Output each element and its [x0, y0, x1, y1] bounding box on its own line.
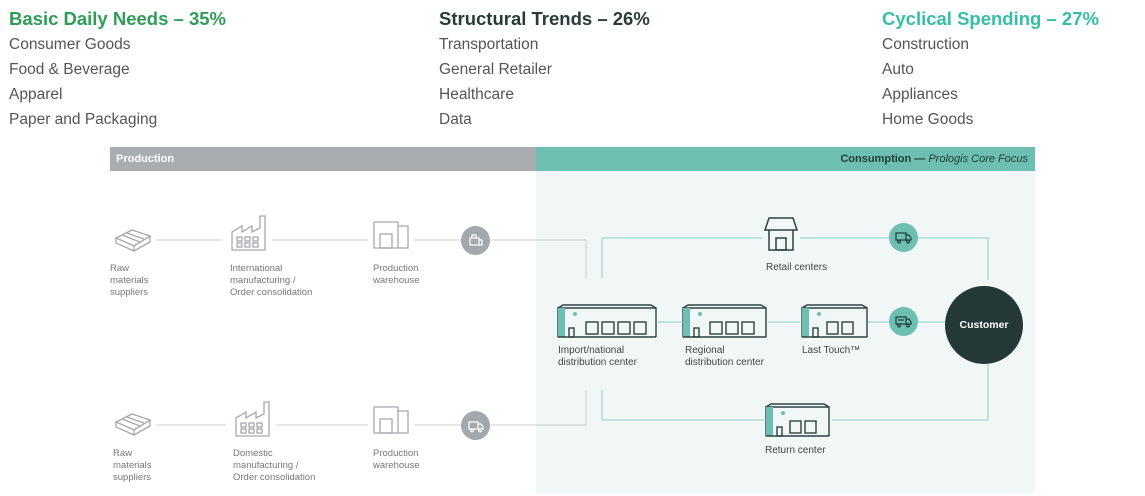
delivery-circle: [889, 307, 918, 336]
shipment-circle: [461, 226, 490, 255]
column-basic-daily-needs: Basic Daily Needs – 35% Consumer Goods F…: [9, 6, 226, 132]
customer-node: Customer: [945, 286, 1023, 364]
intl-manufacturing-label: International manufacturing / Order cons…: [230, 263, 313, 298]
raw-materials-label: Raw materials suppliers: [110, 263, 149, 298]
list-item: Food & Beverage: [9, 61, 130, 78]
shipment-circle: [461, 411, 490, 440]
list-item: Construction: [882, 36, 970, 53]
list-item: Consumer Goods: [9, 36, 131, 53]
warehouse-icon: [372, 403, 412, 440]
list-item: Appliances: [882, 86, 958, 103]
consumption-focus-label: Prologis Core Focus: [928, 153, 1028, 165]
distribution-center-icon: [682, 304, 768, 343]
column-title: Basic Daily Needs – 35%: [9, 8, 226, 29]
truck-icon: [895, 316, 912, 328]
store-icon: [763, 216, 799, 257]
pallet-icon: [112, 224, 154, 259]
list-item: Data: [439, 111, 472, 128]
list-item: Transportation: [439, 36, 539, 53]
pallet-icon: [112, 408, 154, 443]
ship-icon: [468, 233, 483, 246]
return-center-icon: [765, 403, 831, 442]
delivery-circle: [889, 223, 918, 252]
retail-centers-label: Retail centers: [766, 262, 828, 273]
column-title: Cyclical Spending – 27%: [882, 8, 1099, 29]
consumption-band: Consumption — Prologis Core Focus: [536, 147, 1035, 171]
list-item: Apparel: [9, 86, 63, 103]
list-item: Paper and Packaging: [9, 111, 158, 128]
factory-icon: [234, 398, 274, 443]
truck-icon: [467, 420, 484, 432]
column-cyclical-spending: Cyclical Spending – 27% Construction Aut…: [882, 6, 1099, 132]
regional-dc-label: Regional distribution center: [685, 345, 764, 368]
list-item: General Retailer: [439, 61, 552, 78]
production-warehouse-label: Production warehouse: [373, 263, 420, 286]
last-touch-label: Last Touch™: [802, 345, 861, 356]
column-structural-trends: Structural Trends – 26% Transportation G…: [439, 6, 650, 132]
truck-icon: [895, 232, 912, 244]
production-warehouse-label: Production warehouse: [373, 448, 420, 471]
list-item: Healthcare: [439, 86, 514, 103]
list-item: Auto: [882, 61, 914, 78]
return-center-label: Return center: [765, 445, 826, 456]
consumption-label: Consumption —: [840, 153, 926, 165]
column-title: Structural Trends – 26%: [439, 8, 650, 29]
domestic-manufacturing-label: Domestic manufacturing / Order consolida…: [233, 448, 316, 483]
last-touch-center-icon: [801, 304, 869, 343]
import-dc-label: Import/national distribution center: [558, 345, 637, 368]
list-item: Home Goods: [882, 111, 974, 128]
production-band: Production: [110, 147, 536, 171]
raw-materials-label: Raw materials suppliers: [113, 448, 152, 483]
warehouse-icon: [372, 218, 412, 255]
distribution-center-icon: [557, 304, 659, 343]
factory-icon: [230, 212, 270, 257]
